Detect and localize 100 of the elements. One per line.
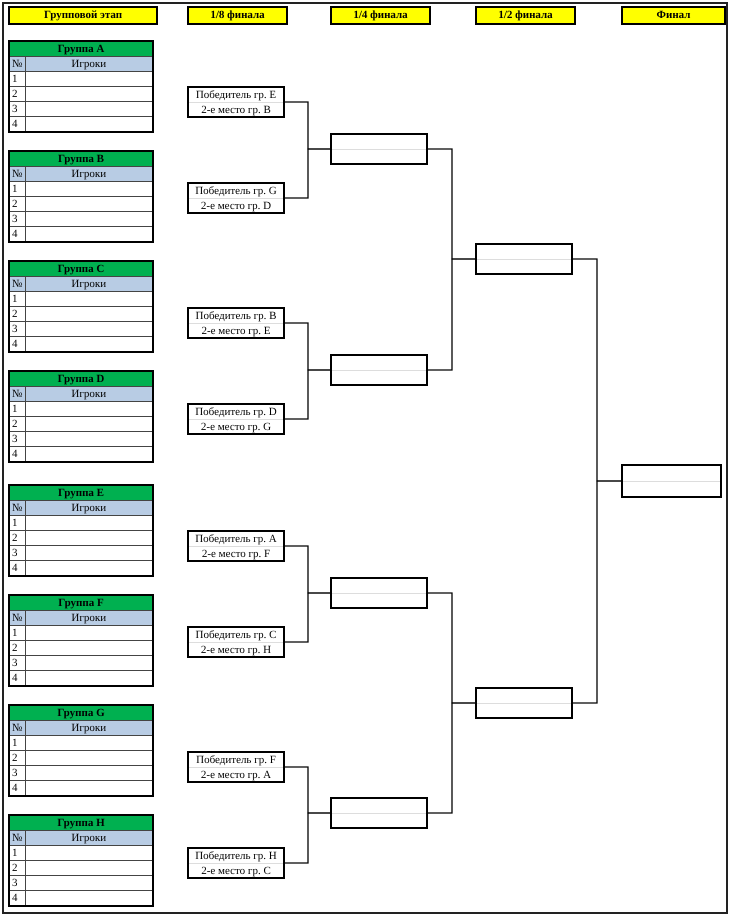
row-number: 4 (9, 226, 25, 242)
team-slot-text: Победитель гр. E (194, 88, 278, 102)
bracket-line (285, 592, 330, 643)
match-box (330, 577, 428, 609)
team-slot-text: Победитель гр. C (194, 628, 278, 642)
column-header: Игроки (25, 386, 153, 402)
group-title: Группа C (9, 261, 153, 276)
group-table (8, 370, 154, 463)
group-table (8, 484, 154, 577)
group-title: Группа D (9, 371, 153, 386)
row-number: 4 (9, 446, 25, 462)
stage-header: Групповой этап (8, 6, 158, 25)
row-number: 3 (9, 102, 25, 116)
team-slot-text: 2-е место гр. E (189, 323, 283, 338)
column-header: Игроки (25, 56, 153, 72)
stage-header: 1/4 финала (330, 6, 431, 25)
bracket-line (428, 702, 475, 814)
stage-header: 1/8 финала (187, 6, 288, 25)
match-box (621, 464, 722, 498)
row-number: 2 (9, 306, 25, 322)
row-number: 3 (9, 212, 25, 226)
match-box (330, 133, 428, 165)
team-slot-text: 2-е место гр. A (189, 767, 283, 782)
column-header: № (9, 56, 25, 72)
column-header: № (9, 276, 25, 292)
row-number: 2 (9, 416, 25, 432)
group-title: Группа F (9, 595, 153, 610)
group-title: Группа H (9, 815, 153, 830)
row-number: 4 (9, 116, 25, 132)
row-number: 1 (9, 846, 25, 860)
team-slot-text: 2-е место гр. C (189, 863, 283, 878)
row-number: 1 (9, 402, 25, 416)
bracket-line (285, 812, 330, 864)
row-number: 3 (9, 322, 25, 336)
team-slot-text: Победитель гр. D (194, 405, 278, 419)
match-box (187, 751, 285, 783)
column-header: Игроки (25, 610, 153, 626)
team-slot-text: 2-е место гр. F (189, 546, 283, 561)
match-box (187, 403, 285, 435)
row-number: 1 (9, 516, 25, 530)
column-header: № (9, 500, 25, 516)
row-number: 4 (9, 560, 25, 576)
column-header: № (9, 720, 25, 736)
group-title: Группа B (9, 151, 153, 166)
match-box (187, 530, 285, 562)
bracket-line (428, 258, 475, 371)
group-table (8, 814, 154, 907)
match-box (187, 847, 285, 879)
row-number: 1 (9, 736, 25, 750)
match-box (187, 626, 285, 658)
stage-header: 1/2 финала (475, 6, 576, 25)
team-slot-text: 2-е место гр. D (189, 198, 283, 213)
match-box (475, 243, 573, 275)
team-slot-text: 2-е место гр. B (189, 102, 283, 117)
team-slot-text: Победитель гр. B (194, 309, 278, 323)
row-number: 1 (9, 292, 25, 306)
group-title: Группа E (9, 485, 153, 500)
column-header: № (9, 610, 25, 626)
row-number: 3 (9, 546, 25, 560)
match-box (187, 86, 285, 118)
column-header: № (9, 386, 25, 402)
bracket-line (573, 480, 621, 704)
row-number: 4 (9, 670, 25, 686)
row-number: 2 (9, 750, 25, 766)
row-number: 3 (9, 432, 25, 446)
group-table (8, 704, 154, 797)
match-box (187, 307, 285, 339)
column-header: Игроки (25, 166, 153, 182)
column-header: Игроки (25, 830, 153, 846)
team-slot-text: 2-е место гр. G (189, 419, 283, 434)
row-number: 3 (9, 766, 25, 780)
row-number: 2 (9, 86, 25, 102)
match-box (330, 354, 428, 386)
column-header: Игроки (25, 500, 153, 516)
column-header: № (9, 830, 25, 846)
stage-header: Финал (621, 6, 726, 25)
row-number: 2 (9, 530, 25, 546)
team-slot-text: 2-е место гр. H (189, 642, 283, 657)
bracket-line (285, 369, 330, 420)
team-slot-text: Победитель гр. G (194, 184, 278, 198)
group-title: Группа G (9, 705, 153, 720)
group-table (8, 260, 154, 353)
row-number: 4 (9, 890, 25, 906)
row-number: 1 (9, 72, 25, 86)
row-number: 1 (9, 626, 25, 640)
match-box (475, 687, 573, 719)
group-table (8, 150, 154, 243)
team-slot-text: Победитель гр. H (194, 849, 278, 863)
match-box (330, 797, 428, 829)
row-number: 1 (9, 182, 25, 196)
row-number: 2 (9, 860, 25, 876)
team-slot-text: Победитель гр. F (195, 753, 277, 767)
column-header: № (9, 166, 25, 182)
row-number: 3 (9, 876, 25, 890)
group-table (8, 40, 154, 133)
column-header: Игроки (25, 276, 153, 292)
group-table (8, 594, 154, 687)
row-number: 2 (9, 640, 25, 656)
column-header: Игроки (25, 720, 153, 736)
row-number: 3 (9, 656, 25, 670)
